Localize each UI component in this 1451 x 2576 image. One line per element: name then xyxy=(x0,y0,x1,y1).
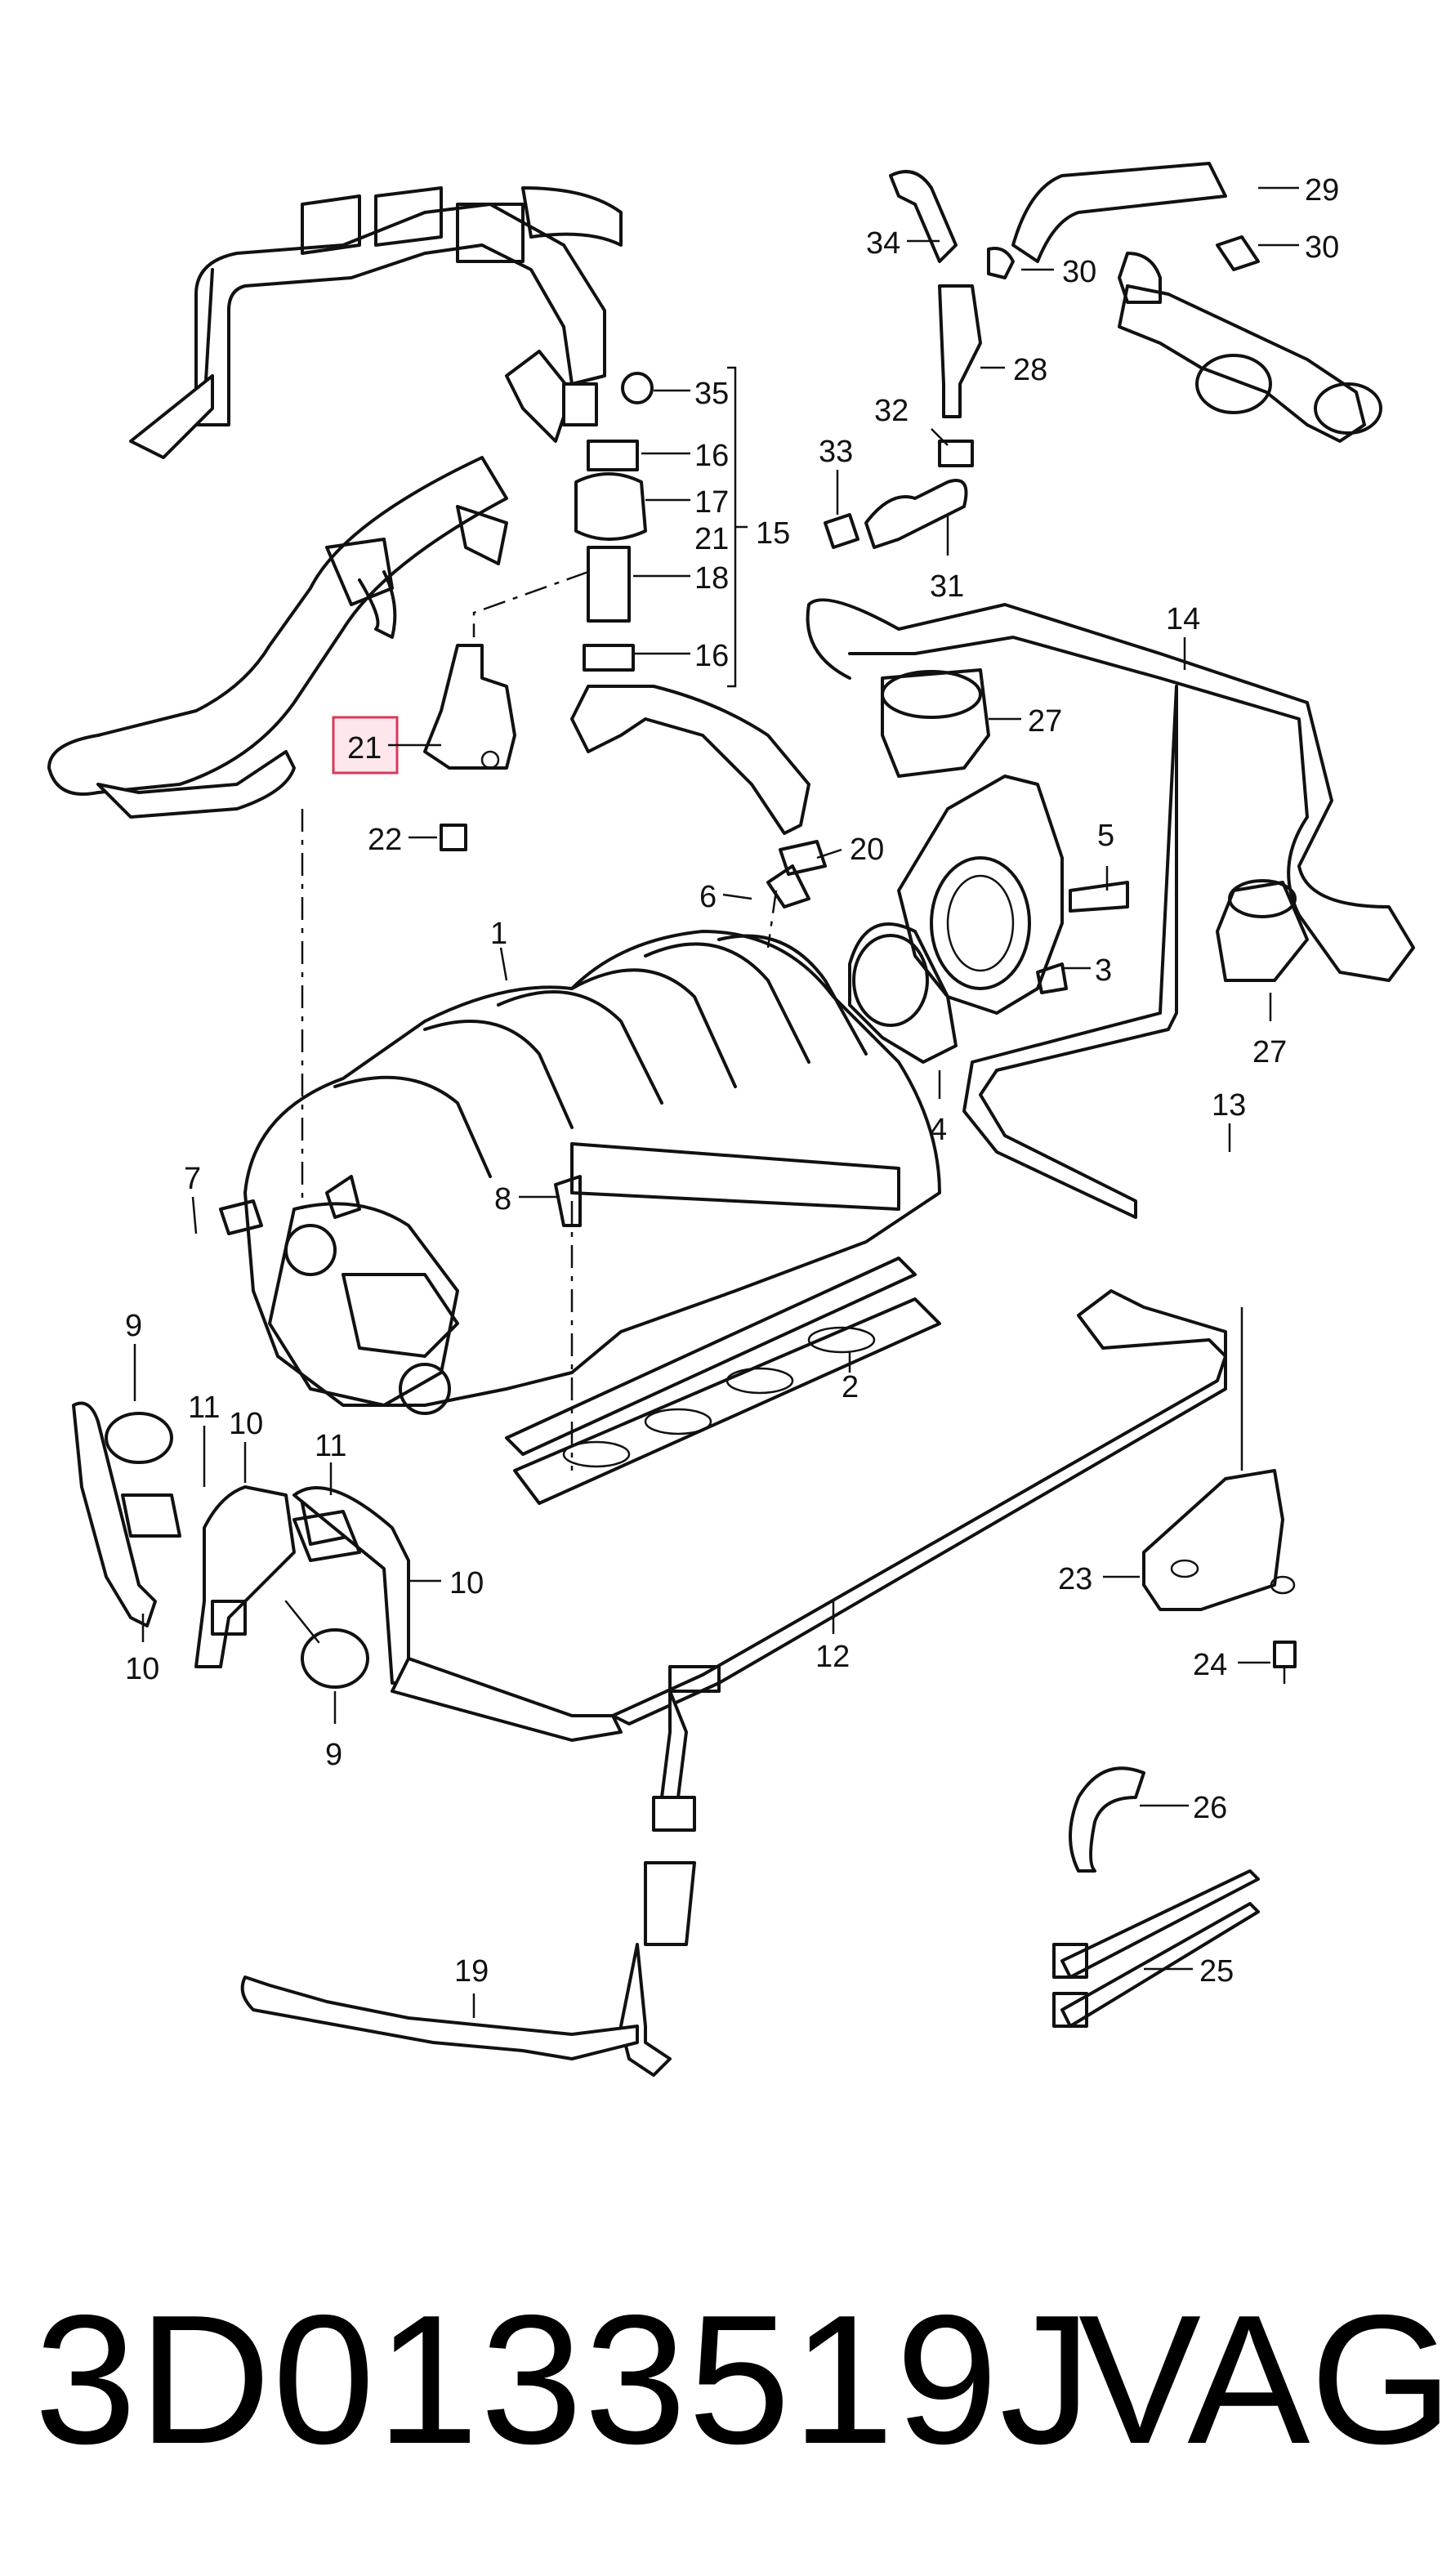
hose-bundle-upper-left xyxy=(47,186,623,819)
callout-28: 28 xyxy=(1013,353,1047,387)
vacuum-line-14 xyxy=(806,598,1415,1219)
callout-34: 34 xyxy=(866,226,900,261)
part-number-text: 3D0133519J xyxy=(34,2276,1094,2482)
callout-25: 25 xyxy=(1199,1954,1234,1989)
callout-23: 23 xyxy=(1058,1562,1092,1596)
callout-27-a: 27 xyxy=(1028,704,1062,739)
callout-20: 20 xyxy=(850,833,884,867)
callout-17: 17 xyxy=(694,485,729,520)
callout-9-b: 9 xyxy=(325,1738,342,1772)
callout-21-highlighted: 21 xyxy=(347,731,382,766)
callout-31: 31 xyxy=(930,569,964,604)
callout-11-a: 11 xyxy=(188,1391,220,1425)
callout-11-b: 11 xyxy=(315,1429,346,1463)
hose-group-upper-right xyxy=(824,162,1382,549)
reference-lines xyxy=(301,809,778,1471)
bracket-23 xyxy=(1142,1307,1297,1685)
actuator-group-lower-left xyxy=(72,1401,623,1742)
callout-3: 3 xyxy=(1095,953,1112,988)
callout-1: 1 xyxy=(490,917,507,951)
callout-22: 22 xyxy=(368,823,402,857)
callout-8: 8 xyxy=(494,1182,511,1217)
exploded-parts-diagram: 29 34 30 30 28 35 16 17 21 15 18 16 32 3… xyxy=(47,162,1415,2077)
callout-27-b: 27 xyxy=(1252,1035,1287,1069)
throttle-body-3 xyxy=(766,775,1129,1064)
callout-labels: 29 34 30 30 28 35 16 17 21 15 18 16 32 3… xyxy=(125,173,1339,2018)
callout-30-b: 30 xyxy=(1305,230,1339,265)
callout-24: 24 xyxy=(1193,1648,1227,1682)
callout-2: 2 xyxy=(842,1370,859,1404)
callout-35: 35 xyxy=(694,377,729,411)
brand-text: VAG xyxy=(1078,2276,1451,2482)
callout-30-a: 30 xyxy=(1062,255,1096,289)
callout-5: 5 xyxy=(1097,819,1114,853)
callout-33: 33 xyxy=(819,435,853,469)
callout-14: 14 xyxy=(1166,602,1200,636)
callout-4: 4 xyxy=(930,1113,947,1147)
callout-7: 7 xyxy=(184,1162,201,1196)
callout-12: 12 xyxy=(815,1640,850,1674)
callout-10-a: 10 xyxy=(229,1407,263,1441)
callout-26: 26 xyxy=(1193,1791,1227,1825)
callout-13: 13 xyxy=(1212,1088,1246,1123)
intake-manifold-1 xyxy=(219,930,941,1415)
callout-10-c: 10 xyxy=(125,1652,159,1686)
vacuum-line-12 xyxy=(240,1289,1227,2077)
callout-6: 6 xyxy=(699,880,717,914)
callout-15: 15 xyxy=(756,516,790,551)
callout-21-a: 21 xyxy=(694,522,729,556)
sensor-group-center xyxy=(423,366,810,851)
callout-19: 19 xyxy=(454,1954,489,1989)
callout-9-a: 9 xyxy=(125,1309,142,1343)
callout-16-b: 16 xyxy=(694,639,729,673)
callout-29: 29 xyxy=(1305,173,1339,208)
gasket-2 xyxy=(505,1257,941,1505)
callout-10-b: 10 xyxy=(449,1566,484,1601)
callout-18: 18 xyxy=(694,561,729,596)
callout-32: 32 xyxy=(874,394,909,428)
clamps-25-26 xyxy=(1052,1766,1260,2028)
callout-16-a: 16 xyxy=(694,439,729,473)
